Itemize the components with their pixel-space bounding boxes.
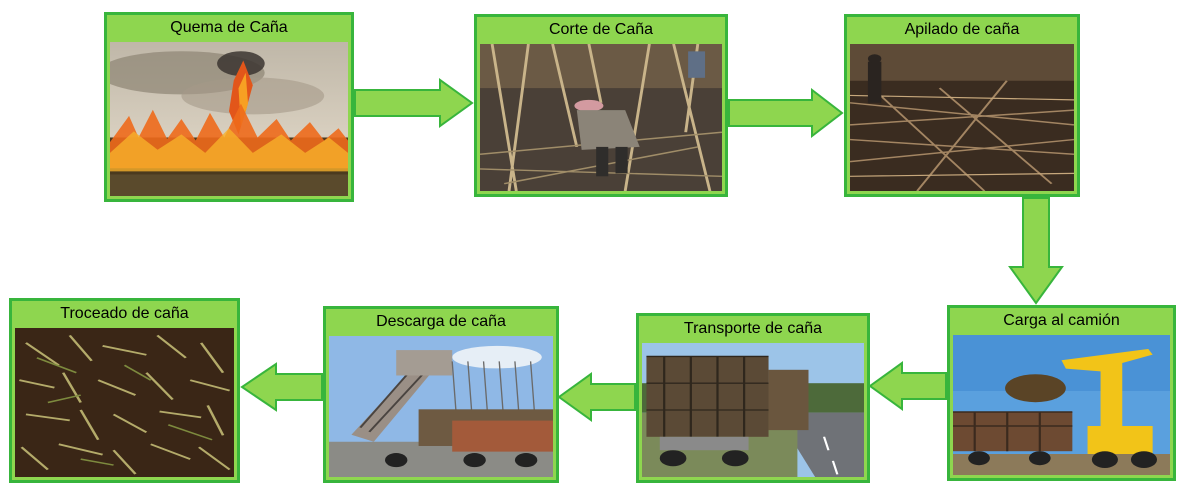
arrow-down-icon xyxy=(1008,197,1064,305)
photo-cane-cutting xyxy=(480,44,722,191)
photo-cane-transport xyxy=(642,343,864,477)
step-corte: Corte de Caña xyxy=(474,14,728,197)
arrow-left-icon xyxy=(557,372,636,422)
photo-cane-chopped xyxy=(15,328,234,477)
step-title: Descarga de caña xyxy=(376,313,506,330)
step-quema: Quema de Caña xyxy=(104,12,354,202)
step-title: Transporte de caña xyxy=(683,320,823,337)
step-title: Quema de Caña xyxy=(170,19,288,36)
step-transporte: Transporte de caña xyxy=(636,313,870,483)
photo-truck-loading xyxy=(953,335,1170,475)
photo-cane-burning xyxy=(110,42,348,196)
arrow-right-icon xyxy=(728,88,844,138)
photo-cane-unloading xyxy=(329,336,553,477)
step-title: Carga al camión xyxy=(1003,312,1120,329)
arrow-left-icon xyxy=(868,361,947,411)
arrow-left-icon xyxy=(240,362,323,412)
step-descarga: Descarga de caña xyxy=(323,306,559,483)
step-apilado: Apilado de caña xyxy=(844,14,1080,197)
step-title: Troceado de caña xyxy=(60,305,189,322)
step-troceado: Troceado de caña xyxy=(9,298,240,483)
photo-cane-stacking xyxy=(850,44,1074,191)
step-carga: Carga al camión xyxy=(947,305,1176,481)
step-title: Apilado de caña xyxy=(904,21,1020,38)
step-title: Corte de Caña xyxy=(548,21,654,38)
arrow-right-icon xyxy=(354,78,474,128)
